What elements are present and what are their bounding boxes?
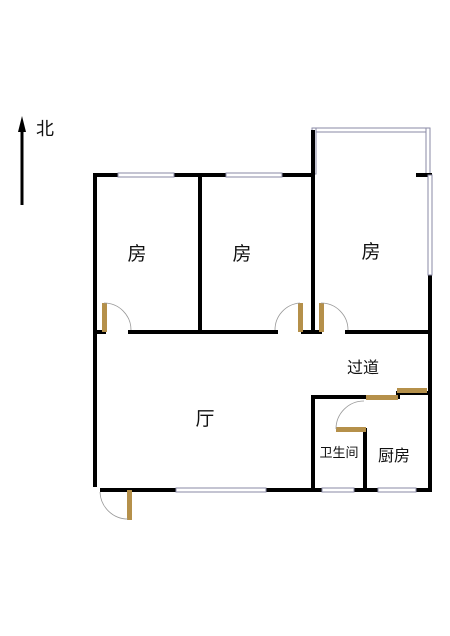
window-bathroom — [321, 487, 355, 493]
door-swing-arc — [320, 302, 349, 331]
room-labels: 房 房 房 过道 厅 卫生间 厨房 — [127, 241, 410, 465]
walls — [93, 130, 432, 492]
room-label-bedroom-3: 房 — [361, 241, 380, 263]
door-leaf — [336, 427, 366, 432]
door-swing-arc — [99, 491, 129, 520]
room-label-bedroom-2: 房 — [232, 243, 251, 265]
room-label-living-room: 厅 — [195, 408, 214, 430]
window-bedroom-3-side — [427, 174, 433, 276]
door-bathroom[interactable] — [335, 400, 366, 432]
window-living-room — [175, 487, 267, 493]
room-label-corridor: 过道 — [347, 358, 379, 377]
door-leaf — [102, 303, 107, 332]
door-leaf — [319, 303, 324, 332]
room-label-kitchen: 厨房 — [378, 446, 410, 465]
door-bedroom-1[interactable] — [102, 302, 132, 332]
window-kitchen — [377, 487, 417, 493]
door-leaf — [366, 395, 398, 400]
window-bedroom-1 — [117, 172, 175, 178]
balcony — [311, 127, 431, 175]
windows — [117, 172, 433, 493]
door-leaf-2 — [397, 388, 427, 393]
door-kitchen[interactable] — [366, 388, 427, 400]
door-swing-arc — [335, 400, 365, 430]
window-bedroom-2 — [225, 172, 283, 178]
balcony-window-right — [425, 127, 431, 175]
door-leaf — [298, 303, 303, 332]
door-bedroom-2[interactable] — [274, 302, 303, 332]
door-entrance[interactable] — [93, 487, 132, 520]
door-swing-arc — [103, 302, 132, 331]
door-leaf — [127, 490, 132, 520]
north-compass: 北 — [18, 116, 54, 205]
room-label-bedroom-1: 房 — [127, 243, 146, 265]
doors — [93, 302, 427, 520]
door-swing-arc — [274, 302, 301, 331]
door-bedroom-3[interactable] — [319, 302, 349, 332]
room-label-bathroom: 卫生间 — [319, 446, 358, 461]
compass-arrow-icon — [18, 116, 26, 132]
balcony-window-top — [311, 127, 431, 133]
compass-label: 北 — [36, 119, 54, 140]
